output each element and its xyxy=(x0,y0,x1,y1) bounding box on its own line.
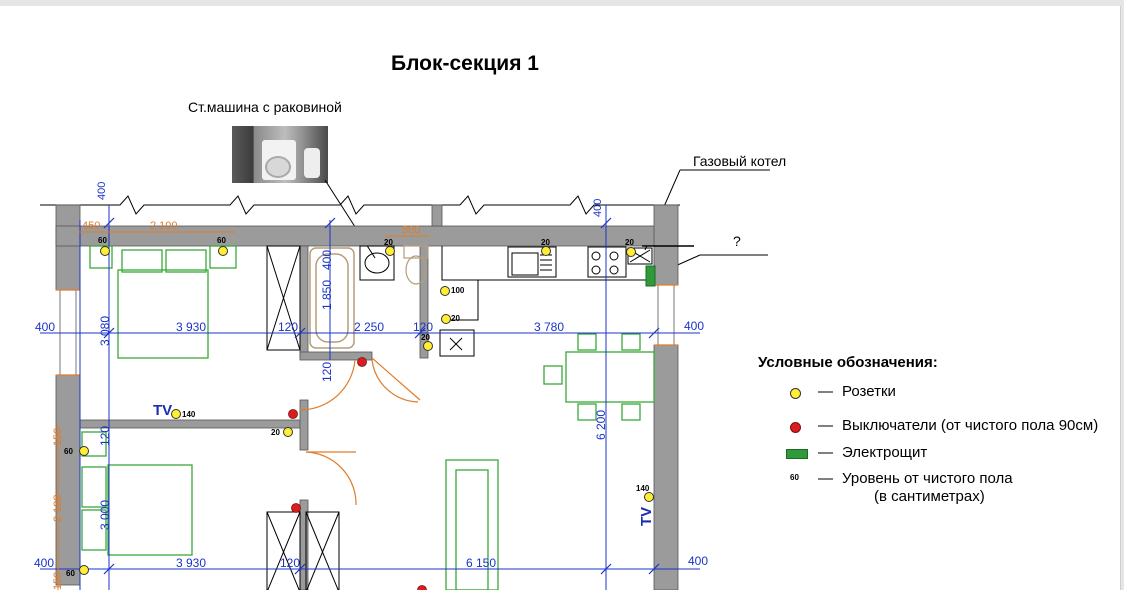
doors xyxy=(299,357,421,506)
socket-icon xyxy=(790,388,801,399)
switch-icon xyxy=(790,422,801,433)
electrical-panel xyxy=(645,265,656,287)
switches xyxy=(288,357,427,590)
sink-washer xyxy=(359,245,395,281)
kitchen-counter xyxy=(439,245,694,357)
washer-sink-photo xyxy=(232,126,328,183)
boiler-label: Газовый котел xyxy=(693,153,787,169)
sockets xyxy=(79,246,654,575)
break-line xyxy=(40,195,680,215)
drawing-sheet xyxy=(0,6,1121,590)
dimension-lines xyxy=(40,205,700,590)
legend-title: Условные обозначения: xyxy=(758,354,938,371)
page-title: Блок-секция 1 xyxy=(391,52,539,75)
leader-lines xyxy=(324,169,770,276)
dimension-lines-orange xyxy=(57,231,430,590)
level-mark-icon: 60 xyxy=(790,473,799,482)
question-label: ? xyxy=(733,233,741,249)
panel-icon xyxy=(786,449,808,459)
legend: Условные обозначения: — Розетки — Выключ… xyxy=(758,354,1118,505)
furniture xyxy=(81,245,655,590)
walls xyxy=(55,204,679,590)
washer-label: Ст.машина с раковиной xyxy=(188,99,342,115)
bathtub xyxy=(309,247,355,349)
toilet xyxy=(403,245,429,285)
